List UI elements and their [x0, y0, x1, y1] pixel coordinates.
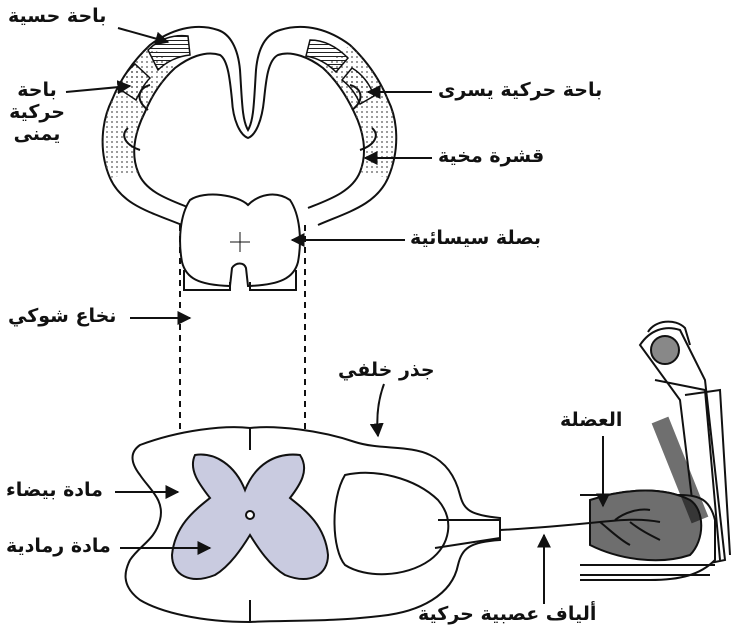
label-right-motor-area: باحة حركية يمنى: [6, 80, 68, 146]
hand: [651, 336, 679, 364]
label-right-motor-line1: باحة: [6, 80, 68, 102]
label-white-matter: مادة بيضاء: [6, 480, 103, 502]
label-left-motor-area: باحة حركية يسرى: [438, 80, 602, 102]
label-right-motor-line2: حركية: [6, 102, 68, 124]
label-spinal-cord: نخاع شوكي: [8, 306, 116, 328]
label-muscle: العضلة: [560, 410, 622, 432]
arrow-sensory: [118, 28, 168, 42]
label-right-motor-line3: يمنى: [6, 124, 68, 146]
label-gray-matter: مادة رمادية: [6, 536, 111, 558]
spinal-cord-section: [126, 427, 500, 622]
brain-inner-outline: [134, 53, 364, 208]
brain-section: [103, 27, 397, 290]
label-cerebral-cortex: قشرة مخية: [438, 146, 544, 168]
arrow-dorsal-root: [377, 384, 384, 436]
label-motor-nerve-fibers: ألياف عصبية حركية: [418, 604, 596, 626]
label-medulla-oblongata: بصلة سيسائية: [410, 228, 541, 250]
label-dorsal-root: جذر خلفي: [338, 360, 435, 382]
label-sensory-area: باحة حسية: [8, 6, 106, 28]
